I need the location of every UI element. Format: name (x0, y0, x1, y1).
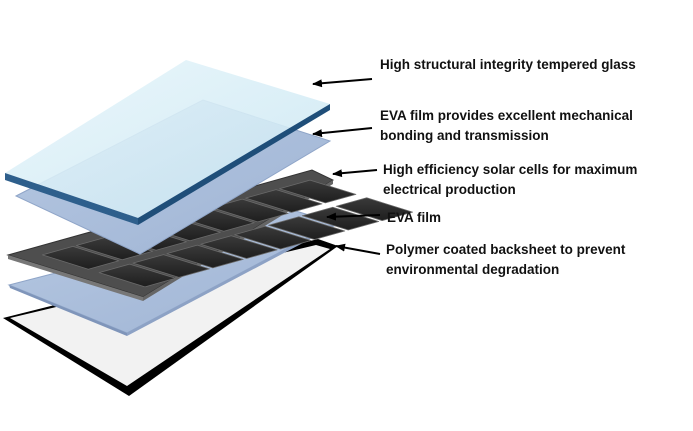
solar-cell (132, 254, 210, 278)
callout-arrows (312, 78, 381, 255)
arrow-eva-bottom (326, 212, 381, 221)
solar-cell (98, 263, 176, 288)
solar-cell (234, 225, 312, 250)
callout-glass-label: High structural integrity tempered glass (380, 57, 636, 72)
backsheet-layer (3, 239, 338, 396)
solar-cells (42, 179, 414, 288)
arrow-glass (312, 78, 373, 88)
solar-cell (211, 198, 289, 223)
solar-cell (245, 189, 323, 213)
arrow-cells (332, 169, 378, 178)
solar-cell (166, 244, 244, 269)
arrow-eva-top (312, 127, 373, 138)
solar-cell (279, 179, 357, 204)
solar-cell (75, 236, 154, 261)
solar-cell (268, 216, 346, 240)
callout-eva-top-label: EVA film provides excellent mechanical b… (380, 108, 633, 143)
callout-cells-label: High efficiency solar cells for maximum … (383, 162, 638, 197)
callout-backsheet-label: Polymer coated backsheet to prevent envi… (386, 242, 626, 277)
arrow-backsheet (335, 243, 381, 255)
tempered-glass-layer (5, 60, 330, 225)
solar-cell (42, 245, 120, 270)
callout-eva-bottom-label: EVA film (387, 210, 442, 225)
solar-cell (301, 206, 380, 231)
solar-cell (200, 235, 278, 259)
